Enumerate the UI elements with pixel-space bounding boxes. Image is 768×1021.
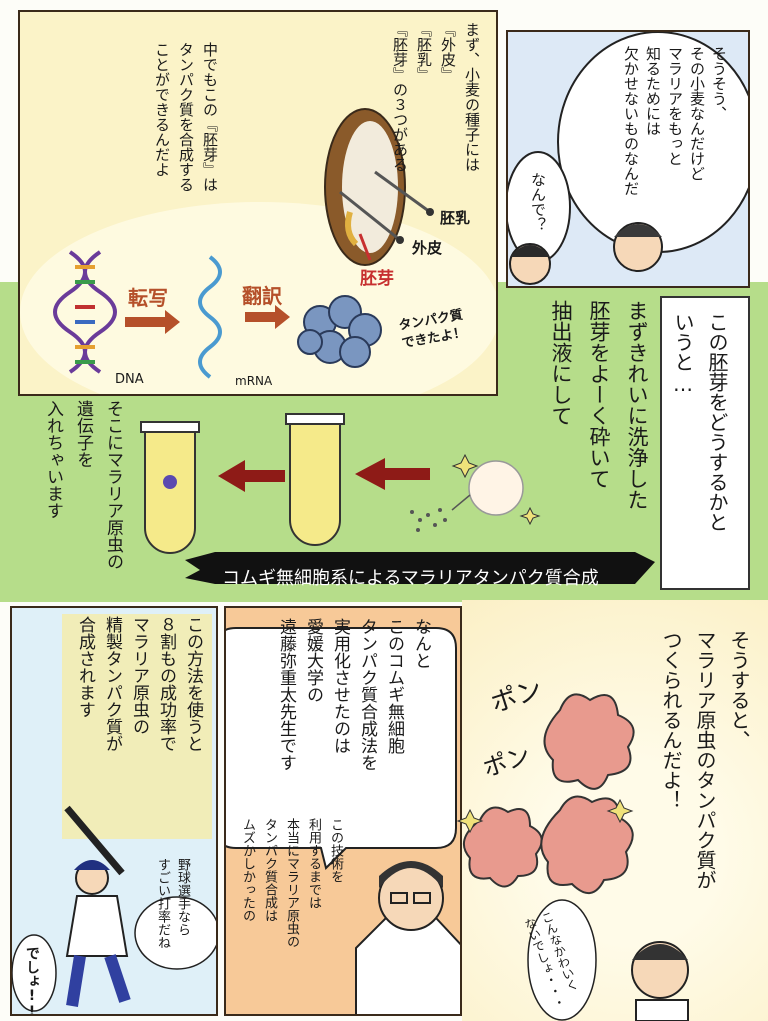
panel-success-rate: この方法を使うと ８割もの成功率で マラリア原虫の 精製タンパク質が 合成されま… [10, 606, 218, 1016]
label-transcription: 転写 [128, 286, 168, 310]
professor-figure [355, 861, 460, 1014]
endo-note: この技術を 利用するまでは 本当にマラリア原虫の タンパク質合成は ムズかしかっ… [240, 818, 343, 948]
label-translation: 翻訳 [242, 284, 282, 308]
label-mrna: mRNA [235, 374, 273, 388]
seed-diagram [20, 108, 496, 394]
step-text: まずきれいに洗浄した 胚芽をよーく砕いて 抽出液にして [549, 300, 649, 510]
protein-blob [297, 295, 382, 368]
endo-bubble-text: なんと このコムギ無細胞 タンパク質合成法を 実用化させたのは 愛媛大学の 遠藤… [276, 618, 431, 771]
seed-narration: まず、小麦の種子には 『外皮』 『胚乳』 『胚芽』の３つがある [391, 22, 481, 172]
label-germ: 胚芽 [360, 269, 394, 289]
test-tube-right [285, 413, 345, 546]
inject-text: そこにマラリア原虫の 遺伝子を 入れちゃいます [43, 400, 123, 570]
caption-text: この胚芽をどうするかと いうと… [671, 312, 729, 532]
banner-shape [185, 552, 655, 584]
mrna-strand [198, 255, 222, 379]
exclaim-text: でしょ!! [24, 946, 40, 1016]
question-text: なんで？ [529, 172, 547, 232]
baseball-bubble: 野球選手なら すごい打率だね [155, 858, 190, 949]
label-dna: DNA [115, 372, 144, 387]
germ-narration: 中でもこの『胚芽』は タンパク質を合成する ことができるんだよ [153, 42, 219, 192]
protein-character-3 [540, 795, 634, 894]
baseball-player [12, 805, 216, 1012]
label-endosperm: 胚乳 [440, 209, 471, 227]
synthesis-text: そうすると、 マラリア原虫のタンパク質が つくられるんだよ！ [659, 630, 751, 890]
success-text: この方法を使うと ８割もの成功率で マラリア原虫の 精製タンパク質が 合成されま… [75, 616, 203, 752]
why-bubble-text: そうそう、 その小麦なんだけど マラリアをもっと 知るためには 欠かせないものな… [622, 46, 728, 196]
panel-endo-sensei: なんと このコムギ無細胞 タンパク質合成法を 実用化させたのは 愛媛大学の 遠藤… [224, 606, 462, 1016]
protein-character-1 [543, 693, 635, 790]
caption-box: この胚芽をどうするかと いうと… [660, 296, 750, 590]
test-tube-left [140, 421, 200, 554]
panel-why-wheat: そうそう、 その小麦なんだけど マラリアをもっと 知るためには 欠かせないものな… [506, 30, 750, 288]
panel-seed-structure: まず、小麦の種子には 『外皮』 『胚乳』 『胚芽』の３つがある 中でもこの『胚芽… [18, 10, 498, 396]
dna-helix [53, 250, 117, 374]
label-husk: 外皮 [412, 239, 443, 257]
protein-character-2 [462, 806, 543, 888]
banner-title: コムギ無細胞系によるマラリアタンパク質合成 [222, 568, 599, 589]
